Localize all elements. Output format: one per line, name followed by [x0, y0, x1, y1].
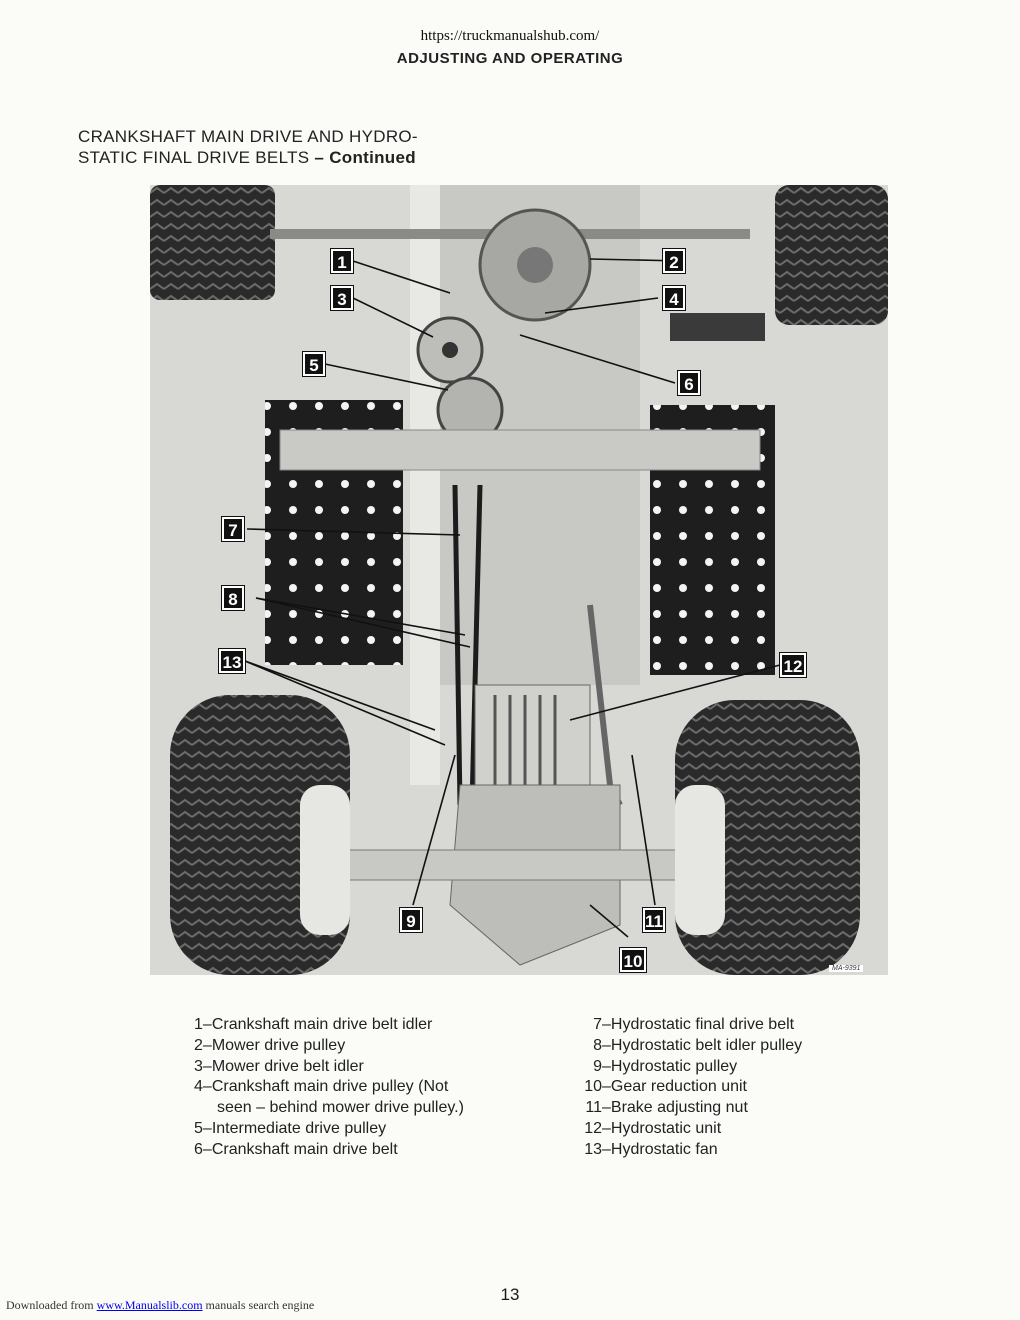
legend-item: 12–Hydrostatic unit	[584, 1119, 722, 1137]
legend-item: 10–Gear reduction unit	[584, 1078, 747, 1096]
legend-right: 7–Hydrostatic final drive belt 8–Hydrost…	[570, 1015, 870, 1161]
callout-7: 7	[221, 516, 245, 542]
tractor-underside-photo	[150, 185, 888, 975]
title-line-2-main: STATIC FINAL DRIVE BELTS	[78, 148, 310, 167]
figure-code: MA-9391	[829, 965, 864, 972]
title-line-1: CRANKSHAFT MAIN DRIVE AND HYDRO-	[78, 127, 418, 146]
callout-12: 12	[779, 652, 807, 678]
title-continued: – Continued	[309, 148, 416, 167]
callout-10: 10	[619, 947, 647, 973]
callout-6: 6	[677, 370, 701, 396]
callout-13: 13	[218, 648, 246, 674]
footer-prefix: Downloaded from	[6, 1298, 97, 1312]
legend-left: 1–Crankshaft main drive belt idler 2–Mow…	[194, 1015, 524, 1161]
callout-4: 4	[662, 285, 686, 311]
page-title: CRANKSHAFT MAIN DRIVE AND HYDRO- STATIC …	[78, 126, 418, 168]
legend-item: 2–Mower drive pulley	[194, 1036, 346, 1054]
legend-item: 13–Hydrostatic fan	[584, 1140, 718, 1158]
callout-3: 3	[330, 285, 354, 311]
legend-item: 6–Crankshaft main drive belt	[194, 1140, 398, 1158]
section-header: ADJUSTING AND OPERATING	[396, 50, 624, 67]
manualslib-link[interactable]: www.Manualslib.com	[96, 1298, 203, 1312]
callout-2: 2	[662, 248, 686, 274]
callout-8: 8	[221, 585, 245, 611]
legend-item: 5–Intermediate drive pulley	[194, 1119, 387, 1137]
legend-item: 9–Hydrostatic pulley	[593, 1057, 738, 1075]
callout-9: 9	[399, 907, 423, 933]
legend-item: 1–Crankshaft main drive belt idler	[194, 1016, 433, 1033]
legend-item-continued: seen – behind mower drive pulley.)	[217, 1099, 464, 1117]
page-number: 13	[500, 1285, 520, 1304]
download-footer: Downloaded from www.Manualslib.com manua…	[6, 1298, 314, 1313]
footer-suffix: manuals search engine	[202, 1298, 315, 1312]
callout-1: 1	[330, 248, 354, 274]
callout-11: 11	[642, 907, 666, 933]
source-url: https://truckmanualshub.com/	[420, 28, 600, 44]
legend-item: 3–Mower drive belt idler	[194, 1057, 364, 1075]
photo-illustration	[150, 185, 888, 975]
callout-5: 5	[302, 351, 326, 377]
legend-item: 7–Hydrostatic final drive belt	[593, 1016, 795, 1033]
legend-item: 11–Brake adjusting nut	[585, 1099, 748, 1117]
legend-item: 4–Crankshaft main drive pulley (Not	[194, 1078, 449, 1096]
title-line-2: STATIC FINAL DRIVE BELTS – Continued	[78, 147, 418, 168]
legend-item: 8–Hydrostatic belt idler pulley	[593, 1036, 803, 1054]
